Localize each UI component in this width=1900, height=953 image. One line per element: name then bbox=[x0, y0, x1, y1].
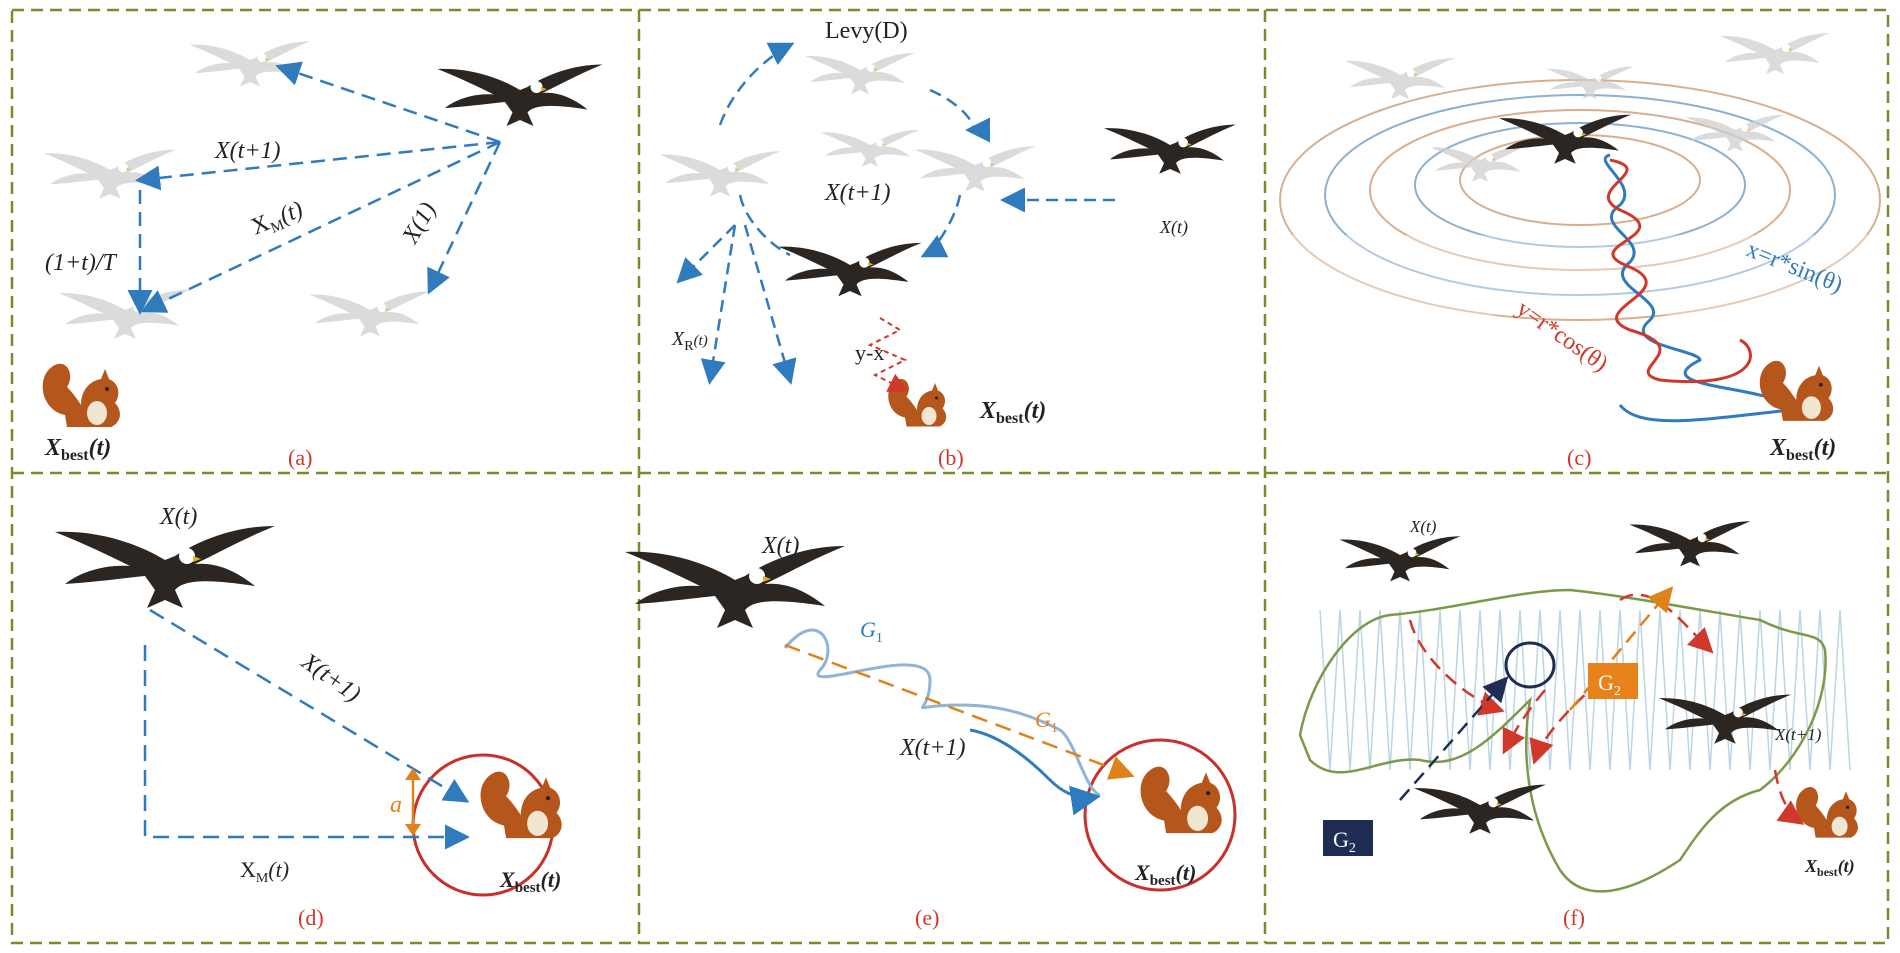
panel-b: Levy(D) X(t+1) X(t) XR(t) y-x Xbest(t) (… bbox=[659, 18, 1236, 470]
eagle-icon bbox=[1499, 114, 1631, 164]
panel-borders bbox=[10, 8, 1890, 945]
panel-f: G2 G2 X(t) X(t+1) Xbest(t) (f) bbox=[1298, 517, 1858, 930]
eagle-ghost-icon bbox=[820, 129, 920, 167]
g2-badge-orange bbox=[1588, 663, 1638, 699]
eagle-ghost-icon bbox=[1546, 66, 1634, 100]
panel-c: x=r*sin(θ) y=r*cos(θ) Xbest(t) (c) bbox=[1279, 33, 1881, 470]
eagle-icon bbox=[1339, 536, 1461, 582]
squirrel-icon bbox=[42, 363, 120, 427]
caption-b: (b) bbox=[938, 445, 964, 470]
panel-e: X(t) G1 G1 X(t+1) Xbest(t) (e) bbox=[625, 533, 1237, 930]
caption-c: (c) bbox=[1567, 445, 1591, 470]
label-b-xt1: X(t+1) bbox=[824, 180, 891, 206]
panel-a: X(t+1) XM(t) X(1) (1+t)/T Xbest(t) (a) bbox=[42, 41, 603, 470]
label-f-g2-navy: G2 bbox=[1333, 827, 1356, 856]
label-e-g1-orange: G1 bbox=[1035, 707, 1058, 736]
eagle-icon bbox=[625, 546, 845, 628]
label-a-ratio: (1+t)/T bbox=[45, 250, 118, 276]
squirrel-icon bbox=[1796, 786, 1858, 838]
eagle-ghost-icon bbox=[1685, 114, 1785, 152]
label-a-x1: X(1) bbox=[397, 198, 441, 249]
eagle-ghost-icon bbox=[1720, 33, 1830, 74]
eagle-ghost-icon bbox=[914, 146, 1036, 192]
squirrel-icon bbox=[1140, 766, 1222, 834]
label-e-g1-blue: G1 bbox=[860, 617, 883, 646]
caption-f: (f) bbox=[1563, 905, 1585, 930]
eagle-icon bbox=[778, 242, 922, 297]
label-b-xr: XR(t) bbox=[671, 328, 708, 354]
label-f-xbest: Xbest(t) bbox=[1804, 856, 1855, 879]
label-a-xt1: X(t+1) bbox=[214, 138, 281, 164]
label-d-xt: X(t) bbox=[159, 504, 197, 530]
label-e-xbest: Xbest(t) bbox=[1134, 860, 1196, 889]
label-e-xt: X(t) bbox=[761, 533, 799, 559]
eagle-icon bbox=[1414, 784, 1546, 834]
g2-badge-navy bbox=[1323, 820, 1373, 856]
caption-e: (e) bbox=[915, 905, 939, 930]
label-b-yx: y-x bbox=[855, 340, 884, 365]
eagle-icon bbox=[1104, 124, 1236, 174]
label-f-g2-orange: G2 bbox=[1598, 670, 1621, 699]
label-d-xbest: Xbest(t) bbox=[499, 867, 561, 896]
eagle-ghost-icon bbox=[805, 53, 915, 94]
panel-d: X(t) X(t+1) XM(t) a Xbest(t) (d) bbox=[55, 504, 562, 930]
label-d-xm: XM(t) bbox=[240, 857, 289, 886]
label-f-xt1: X(t+1) bbox=[1774, 725, 1822, 744]
eagle-ghost-icon bbox=[659, 151, 781, 197]
target-ellipse bbox=[1504, 641, 1556, 689]
label-b-xt: X(t) bbox=[1159, 217, 1188, 238]
eagle-icon bbox=[437, 64, 603, 126]
label-c-xbest: Xbest(t) bbox=[1769, 435, 1836, 464]
eagle-icon bbox=[1629, 521, 1751, 567]
caption-a: (a) bbox=[288, 445, 312, 470]
eagle-ghost-icon bbox=[1345, 58, 1455, 99]
label-f-xt: X(t) bbox=[1409, 517, 1437, 536]
label-d-xt1: X(t+1) bbox=[296, 648, 365, 707]
label-b-xbest: Xbest(t) bbox=[979, 398, 1046, 427]
eagle-ghost-icon bbox=[1430, 144, 1530, 182]
eagle-ghost-icon bbox=[43, 149, 176, 199]
eagle-ghost-icon bbox=[189, 41, 311, 87]
label-e-xt1: X(t+1) bbox=[899, 735, 966, 761]
caption-d: (d) bbox=[298, 905, 324, 930]
squirrel-icon bbox=[480, 771, 562, 839]
label-a-xbest: Xbest(t) bbox=[44, 435, 111, 464]
eagle-icon bbox=[55, 526, 275, 608]
label-d-a: a bbox=[390, 792, 402, 818]
label-b-levy: Levy(D) bbox=[825, 18, 908, 44]
eagle-ghost-icon bbox=[309, 291, 431, 337]
